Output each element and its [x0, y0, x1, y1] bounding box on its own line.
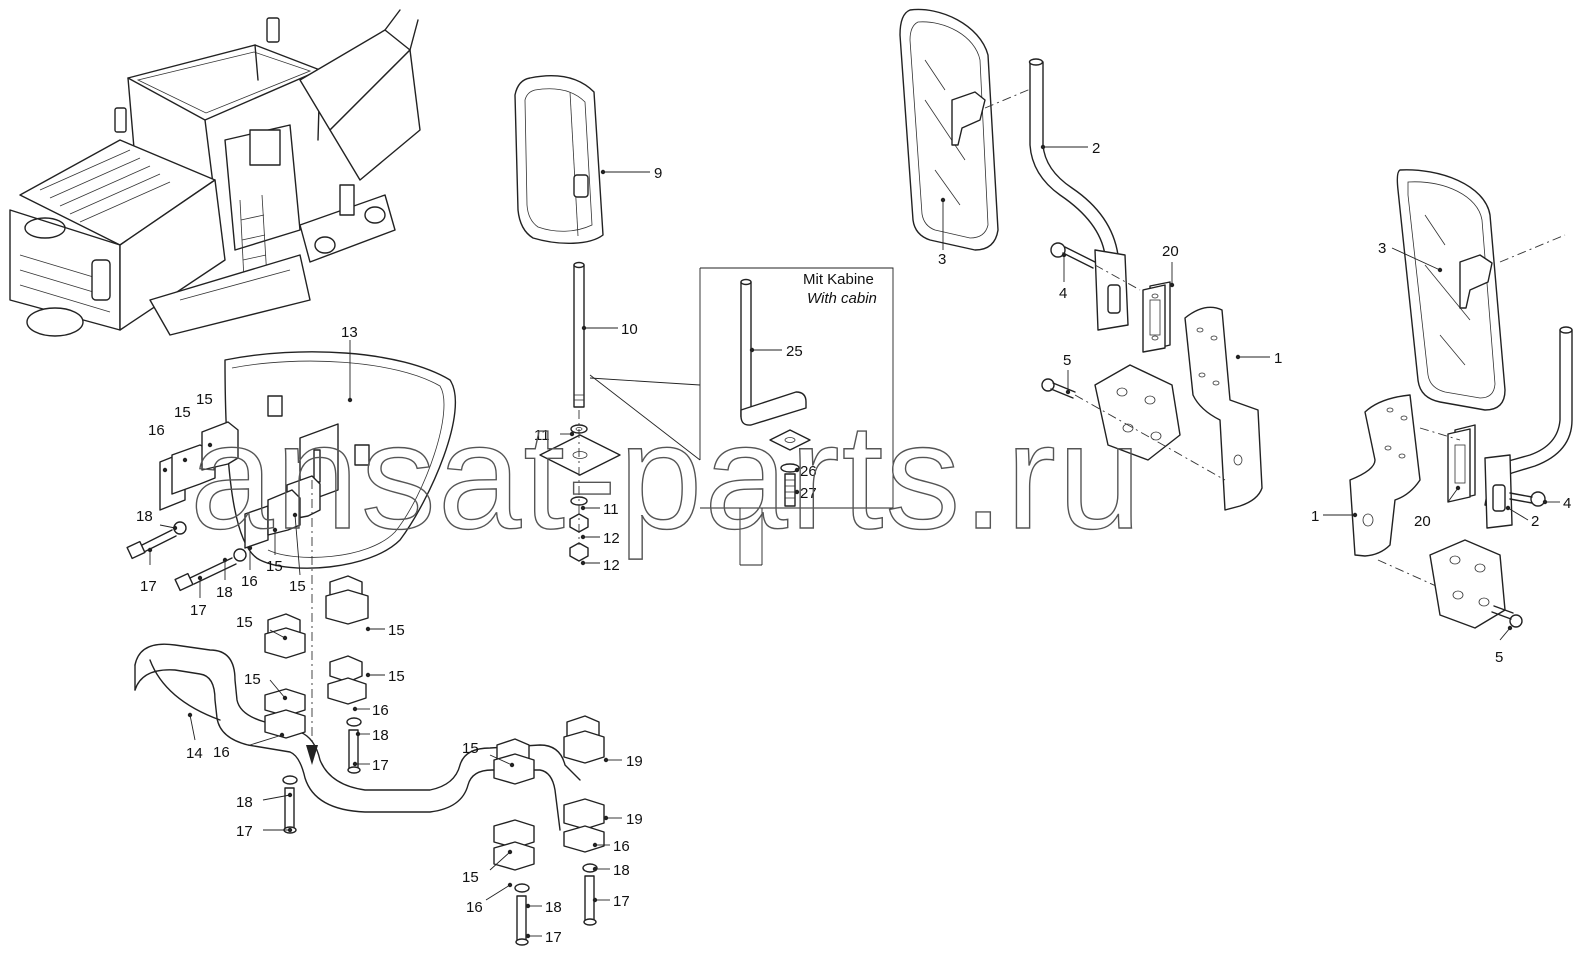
callout-18: 18 [372, 727, 389, 744]
callout-26: 26 [800, 463, 817, 480]
callout-3: 3 [1378, 240, 1386, 257]
callout-10: 10 [621, 321, 638, 338]
callout-16: 16 [372, 702, 389, 719]
mirror-arm-2-right [1484, 326, 1573, 529]
mirror-9 [514, 75, 604, 245]
callout-15: 15 [266, 558, 283, 575]
callout-1: 1 [1274, 350, 1282, 367]
callout-20: 20 [1162, 243, 1179, 260]
callout-labels: 9 10 11 11 12 12 25 26 27 13 14 15 15 15… [136, 140, 1571, 946]
mirror-3-right [1396, 169, 1566, 411]
base-plate-left [1041, 364, 1226, 481]
box-label-de: Mit Kabine [803, 271, 874, 288]
callout-15: 15 [388, 668, 405, 685]
mount-bracket-left [126, 421, 339, 765]
callout-16: 16 [213, 744, 230, 761]
callout-20: 20 [1414, 513, 1431, 530]
base-plate-right [1429, 539, 1523, 629]
callout-17: 17 [140, 578, 157, 595]
callout-15: 15 [388, 622, 405, 639]
callout-17: 17 [236, 823, 253, 840]
callout-15: 15 [289, 578, 306, 595]
callout-12: 12 [603, 530, 620, 547]
callout-2: 2 [1531, 513, 1539, 530]
callout-19: 19 [626, 811, 643, 828]
bracket-1-left [1184, 306, 1263, 511]
callout-4: 4 [1059, 285, 1067, 302]
callout-25: 25 [786, 343, 803, 360]
callout-11: 11 [534, 427, 550, 444]
callout-5: 5 [1063, 352, 1071, 369]
callout-17: 17 [190, 602, 207, 619]
callout-1: 1 [1311, 508, 1319, 525]
plate-20-left [1142, 281, 1171, 353]
with-cabin-variant: Mit Kabine With cabin [589, 267, 894, 566]
callout-18: 18 [545, 899, 562, 916]
callout-13: 13 [341, 324, 358, 341]
callout-15: 15 [462, 869, 479, 886]
callout-17: 17 [545, 929, 562, 946]
callout-18: 18 [216, 584, 233, 601]
callout-12: 12 [603, 557, 620, 574]
clamp-stack-a [325, 575, 369, 774]
callout-9: 9 [654, 165, 662, 182]
bracket-1-right [1349, 394, 1461, 591]
callout-5: 5 [1495, 649, 1503, 666]
handrail-14 [134, 643, 581, 831]
callout-16: 16 [613, 838, 630, 855]
callout-16: 16 [241, 573, 258, 590]
clamp-stack-c [493, 738, 535, 946]
callout-17: 17 [372, 757, 389, 774]
callout-16: 16 [466, 899, 483, 916]
callout-15: 15 [236, 614, 253, 631]
bolt-4-right [1509, 491, 1546, 507]
callout-4: 4 [1563, 495, 1571, 512]
leader-lines [147, 144, 1560, 939]
callout-16: 16 [148, 422, 165, 439]
callout-15: 15 [196, 391, 213, 408]
callout-15: 15 [462, 740, 479, 757]
callout-15: 15 [244, 671, 261, 688]
clamp-stack-d [563, 715, 605, 926]
callout-27: 27 [800, 485, 817, 502]
callout-18: 18 [136, 508, 153, 525]
callout-14: 14 [186, 745, 203, 762]
mirror-arm-2-left [1028, 58, 1129, 331]
box-label-en: With cabin [807, 290, 877, 307]
clamp-stack-b [264, 613, 306, 834]
machine-overview [9, 9, 421, 337]
callout-15: 15 [174, 404, 191, 421]
callout-19: 19 [626, 753, 643, 770]
watermark: ansat-parts.ru [190, 392, 1143, 560]
callout-18: 18 [236, 794, 253, 811]
callout-3: 3 [938, 251, 946, 268]
plate-20-right [1447, 424, 1476, 503]
callout-18: 18 [613, 862, 630, 879]
bolt-4-left [1050, 242, 1141, 291]
callout-11: 11 [603, 501, 619, 518]
callout-17: 17 [613, 893, 630, 910]
stem-10 [539, 261, 621, 562]
mirror-3-left [899, 8, 1041, 251]
callout-2: 2 [1092, 140, 1100, 157]
